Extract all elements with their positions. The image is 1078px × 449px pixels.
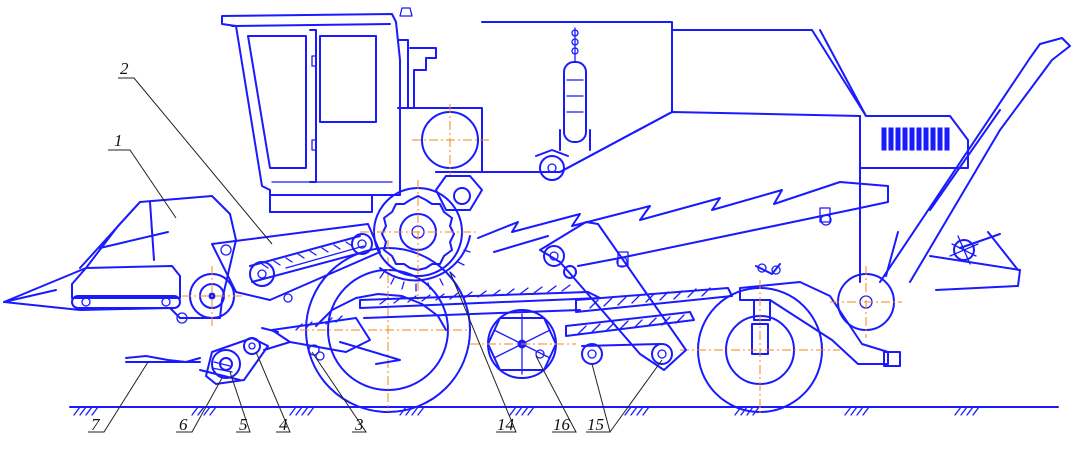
header-drive [125, 337, 291, 385]
callout-15: 15 [587, 415, 604, 434]
threshing-drum [360, 180, 478, 300]
rear-wheel [680, 280, 840, 414]
top-roller [535, 149, 569, 181]
beater-drum [412, 104, 490, 211]
rear-roller [830, 266, 902, 338]
callout-1: 1 [114, 131, 123, 150]
callout-2: 2 [120, 59, 129, 78]
front-wheel [300, 240, 471, 413]
rear-housing [819, 29, 969, 283]
header [3, 195, 242, 326]
thresher-body [435, 111, 889, 268]
callout-7: 7 [91, 415, 101, 434]
callout-5: 5 [239, 415, 248, 434]
feeder-house [211, 223, 381, 303]
callout-14: 14 [497, 415, 515, 434]
cab [221, 7, 413, 196]
feeder-linkage [261, 315, 401, 365]
callout-6: 6 [179, 415, 188, 434]
grain-tank [481, 21, 867, 173]
cleaning-sieves [359, 221, 733, 371]
callout-4: 4 [279, 415, 288, 434]
cleaning-fan [470, 309, 576, 379]
callout-16: 16 [553, 415, 571, 434]
callout-labels: 1 2 3 4 5 6 7 14 15 16 [91, 59, 604, 434]
leader-lines [88, 77, 663, 433]
unloading-elevator [879, 37, 1071, 291]
callout-3: 3 [354, 415, 364, 434]
rear-axle [739, 263, 901, 367]
